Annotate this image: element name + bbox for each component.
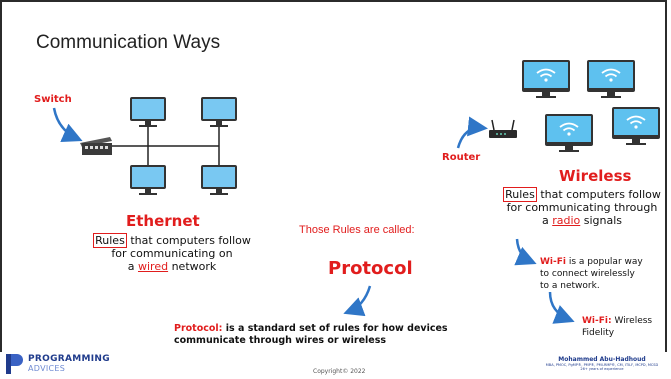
wireless-line1: that computers follow — [540, 188, 661, 201]
protocol-def-term: Protocol: — [174, 323, 223, 334]
protocol-arrow-icon — [343, 285, 372, 317]
ethernet-line3-pre: a — [127, 260, 135, 273]
wifi-note-2-term: Wi-Fi: — [582, 316, 612, 326]
ethernet-description: Rules that computers follow for communic… — [72, 233, 272, 273]
wireless-line3-pre: a — [541, 214, 549, 227]
ethernet-computer-top-left — [130, 97, 166, 127]
protocol-heading: Protocol — [328, 258, 413, 279]
wifi-note-1-term: Wi-Fi — [540, 257, 566, 267]
wired-link: wired — [137, 260, 169, 273]
wireless-computer-4 — [612, 107, 660, 145]
author-experience: 26+ years of experience — [580, 367, 624, 371]
wireless-rules-word: Rules — [503, 187, 537, 202]
wireless-description: Rules that computers follow for communic… — [492, 187, 665, 227]
protocol-def-line2: communicate through wires or wireless — [174, 335, 387, 346]
programming-advices-logo: PROGRAMMING ADVICES — [6, 354, 110, 374]
ethernet-rules-word: Rules — [93, 233, 127, 248]
router-arrow-icon — [456, 116, 488, 149]
wireless-heading: Wireless — [559, 167, 632, 185]
router-device-icon — [489, 119, 517, 138]
ethernet-bus — [110, 120, 220, 172]
author-credentials: MBA, PMOC, PgMP®, PMP®, PMI-RMP®, CM, IT… — [545, 363, 659, 367]
switch-device-icon — [80, 137, 112, 155]
wifi-note-1: Wi-Fi is a popular way to connect wirele… — [540, 256, 643, 292]
author-block: Mohammed Abu-Hadhoud MBA, PMOC, PgMP®, P… — [540, 356, 664, 371]
logo-line-1: PROGRAMMING — [28, 354, 110, 364]
ethernet-computer-top-right — [201, 97, 237, 127]
author-name: Mohammed Abu-Hadhoud — [558, 356, 646, 363]
logo-p-icon — [6, 354, 23, 374]
slide: Communication Ways — [0, 0, 667, 352]
network-diagram — [52, 60, 660, 324]
ethernet-computer-bottom-right — [201, 165, 237, 195]
ethernet-heading: Ethernet — [126, 212, 200, 230]
ethernet-line2: for communicating on — [111, 247, 233, 260]
wireless-line2: for communicating through — [506, 201, 658, 214]
protocol-def-rest: is a standard set of rules for how devic… — [225, 323, 448, 334]
ethernet-line3-post: network — [171, 260, 217, 273]
wifi-arrow-2-icon — [548, 291, 575, 324]
protocol-definition: Protocol: is a standard set of rules for… — [174, 323, 448, 347]
radio-link: radio — [552, 214, 581, 227]
wifi-arrow-1-icon — [514, 238, 537, 266]
wireless-computer-2 — [587, 60, 635, 98]
router-label: Router — [442, 152, 481, 163]
wireless-line3-post: signals — [583, 214, 623, 227]
wifi-note-2: Wi-Fi: Wireless Fidelity — [582, 315, 652, 339]
wireless-computer-1 — [522, 60, 570, 98]
wireless-computer-3 — [545, 114, 593, 152]
switch-arrow-icon — [52, 107, 83, 142]
wifi-note-2-rest: Wireless — [614, 316, 653, 326]
wifi-note-2-line2: Fidelity — [582, 328, 615, 338]
switch-label: Switch — [34, 94, 72, 105]
wifi-note-1-line3: to a network. — [540, 281, 600, 291]
copyright-text: Copyright© 2022 — [313, 368, 366, 375]
logo-line-2: ADVICES — [28, 364, 66, 373]
rules-called-text: Those Rules are called: — [299, 224, 415, 236]
slide-title: Communication Ways — [36, 32, 221, 53]
wifi-note-1-rest: is a popular way — [568, 257, 643, 267]
ethernet-line1: that computers follow — [130, 234, 251, 247]
wifi-note-1-line2: to connect wirelessly — [540, 269, 635, 279]
ethernet-computer-bottom-left — [130, 165, 166, 195]
